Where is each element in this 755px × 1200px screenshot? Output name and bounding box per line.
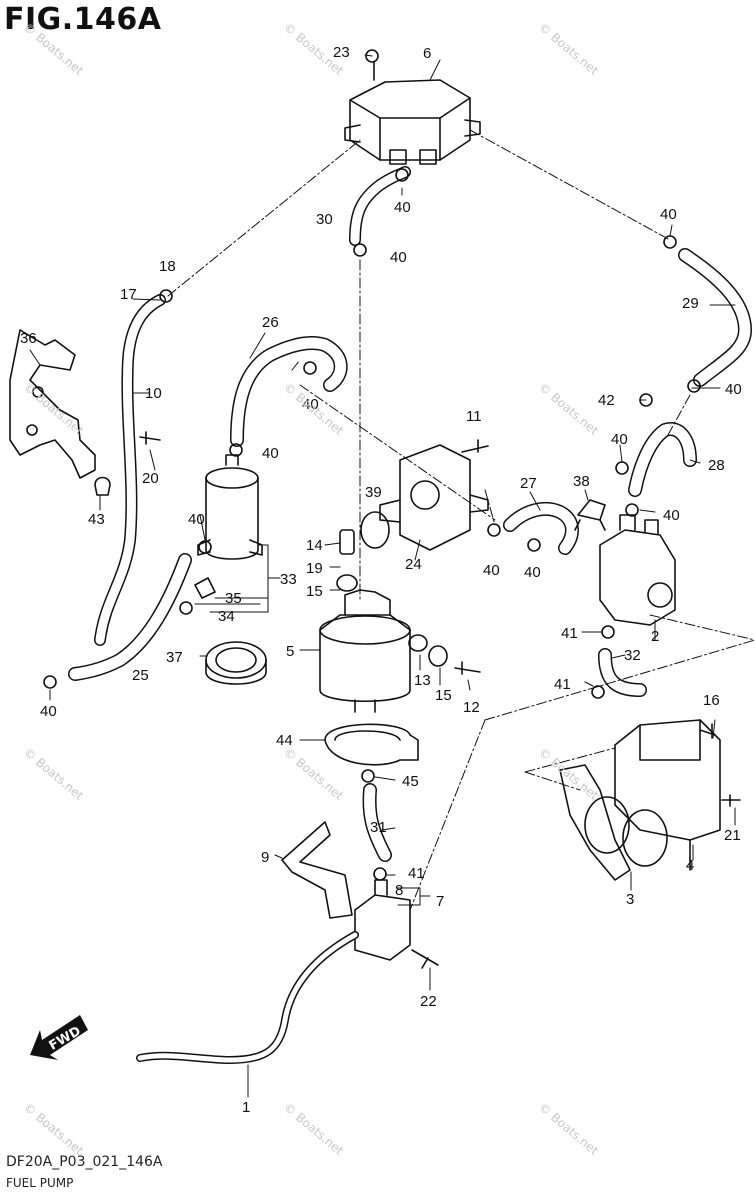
vapor-separator-part-6 — [344, 49, 481, 165]
callout-40: 40 — [660, 206, 677, 223]
figure-name: FUEL PUMP — [6, 1176, 74, 1190]
bracket-9 — [281, 821, 353, 919]
callout-38: 38 — [573, 473, 590, 490]
callout-8: 8 — [395, 882, 403, 899]
fuel-pump-part-24 — [379, 444, 489, 551]
callout-29: 29 — [682, 295, 699, 312]
fuel-pump-body-part-2 — [599, 514, 676, 626]
figure-code: DF20A_P03_021_146A — [6, 1154, 163, 1170]
callout-7: 7 — [436, 893, 444, 910]
callout-40: 40 — [483, 562, 500, 579]
callout-25: 25 — [132, 667, 149, 684]
callout-16: 16 — [703, 692, 720, 709]
clamp-part-3 — [559, 764, 668, 881]
callout-33: 33 — [280, 571, 297, 588]
callout-41: 41 — [561, 625, 578, 642]
primer-bulb-part-7 — [354, 879, 411, 961]
callout-27: 27 — [520, 475, 537, 492]
callout-40: 40 — [40, 703, 57, 720]
callout-18: 18 — [159, 258, 176, 275]
callout-30: 30 — [316, 211, 333, 228]
callout-5: 5 — [286, 643, 294, 660]
callout-26: 26 — [262, 314, 279, 331]
callout-28: 28 — [708, 457, 725, 474]
callout-40: 40 — [394, 199, 411, 216]
callout-37: 37 — [166, 649, 183, 666]
callout-42: 42 — [598, 392, 615, 409]
electric-fuel-pump-part-5 — [319, 589, 411, 713]
callout-40: 40 — [611, 431, 628, 448]
callout-12: 12 — [463, 699, 480, 716]
callout-13: 13 — [414, 672, 431, 689]
callout-24: 24 — [405, 556, 422, 573]
callout-14: 14 — [306, 537, 323, 554]
callout-40: 40 — [390, 249, 407, 266]
callout-44: 44 — [276, 732, 293, 749]
callout-40: 40 — [262, 445, 279, 462]
callout-23: 23 — [333, 44, 350, 61]
reference-lines — [167, 129, 755, 911]
callout-39: 39 — [365, 484, 382, 501]
callout-3: 3 — [626, 891, 634, 908]
o-ring-39 — [360, 511, 390, 549]
callout-40: 40 — [302, 396, 319, 413]
callout-43: 43 — [88, 511, 105, 528]
clamp-band-44 — [324, 723, 419, 766]
callout-34: 34 — [218, 608, 235, 625]
callout-19: 19 — [306, 560, 323, 577]
callout-32: 32 — [624, 647, 641, 664]
callout-21: 21 — [724, 827, 741, 844]
figure-title: FIG.146A — [4, 2, 162, 37]
fwd-arrow: FWD — [30, 1015, 88, 1060]
callout-22: 22 — [420, 993, 437, 1010]
clamp-37 — [205, 641, 267, 685]
bracket-36 — [9, 329, 96, 479]
fuel-filter-part-33 — [197, 454, 263, 560]
cover-part-4 — [614, 719, 721, 871]
callout-41: 41 — [408, 865, 425, 882]
callout-10: 10 — [145, 385, 162, 402]
callout-11: 11 — [466, 408, 482, 425]
callout-41: 41 — [554, 676, 571, 693]
callout-17: 17 — [120, 286, 137, 303]
callout-40: 40 — [524, 564, 541, 581]
callout-2: 2 — [651, 628, 659, 645]
leader-lines — [29, 54, 736, 1098]
callout-31: 31 — [370, 819, 387, 836]
callout-40: 40 — [663, 507, 680, 524]
callout-4: 4 — [686, 857, 694, 874]
callout-15: 15 — [306, 583, 323, 600]
callout-20: 20 — [142, 470, 159, 487]
callout-15: 15 — [435, 687, 452, 704]
callout-1: 1 — [242, 1099, 250, 1116]
callout-35: 35 — [225, 590, 242, 607]
callout-40: 40 — [725, 381, 742, 398]
hose-1 — [136, 931, 359, 1064]
callout-40: 40 — [188, 511, 205, 528]
callout-9: 9 — [261, 849, 269, 866]
callout-36: 36 — [20, 330, 37, 347]
callout-45: 45 — [402, 773, 419, 790]
callout-6: 6 — [423, 45, 431, 62]
